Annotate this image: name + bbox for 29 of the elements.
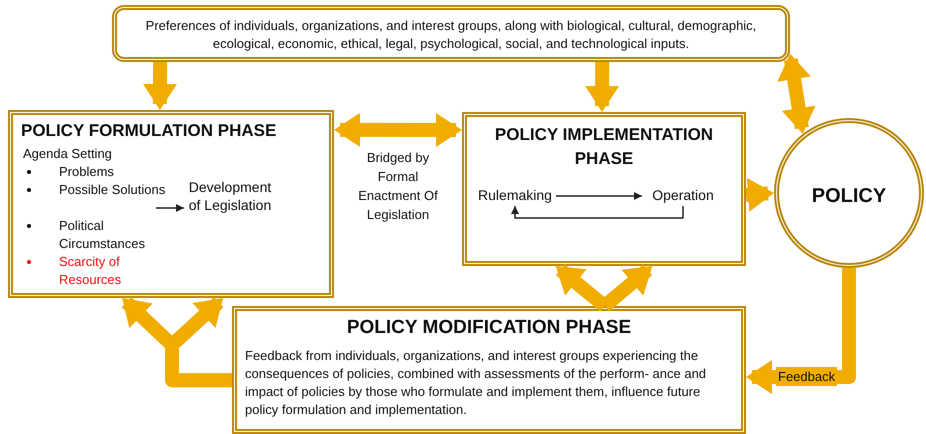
phase-box <box>8 110 334 298</box>
phase-title: POLICY FORMULATION PHASE <box>21 121 276 141</box>
flow-arrow <box>777 53 816 134</box>
phase-box <box>232 306 746 434</box>
description-text: Feedback from individuals, organizations, and interest groups experiencing the consequences of policies, combined with assessments of the perform- ance and impact of policies by those who formulate and implement them, influence future policy formulation and implementation. <box>245 347 708 419</box>
policy-label: POLICY <box>810 185 888 208</box>
phase-box <box>462 112 746 266</box>
input-box <box>112 5 790 62</box>
bullet-item: Political Circumstances <box>25 217 171 253</box>
arrow <box>556 192 642 200</box>
flow-arrow <box>585 62 620 112</box>
arrow <box>156 204 184 212</box>
flow-arrow <box>746 178 774 212</box>
bullet-item: Scarcity of Resources <box>25 253 171 289</box>
flow-arrow <box>165 296 232 388</box>
edge-label: Feedback <box>776 367 838 386</box>
phase-title: POLICY IMPLEMENTATION PHASE <box>494 124 714 170</box>
flow-arrow <box>334 112 462 147</box>
step-label: Development of Legislation <box>188 178 272 214</box>
step-label: Rulemaking <box>477 186 553 204</box>
step-label: Operation <box>651 186 715 204</box>
input-description: Preferences of individuals, organizations, and interest groups, along with biological, cultural, demographic, ecological, economic, ethical, legal, psychological, social, and technological inputs. <box>144 17 758 53</box>
phase-title: POLICY MODIFICATION PHASE <box>346 317 632 339</box>
bullet-item: Problems <box>25 163 171 181</box>
edge-label: Bridged by Formal Enactment Of Legislation <box>357 148 439 224</box>
flow-arrow <box>143 62 177 110</box>
bullet-item: Possible Solutions <box>25 181 171 199</box>
list-heading: Agenda Setting <box>23 145 113 163</box>
arrow <box>511 206 684 219</box>
